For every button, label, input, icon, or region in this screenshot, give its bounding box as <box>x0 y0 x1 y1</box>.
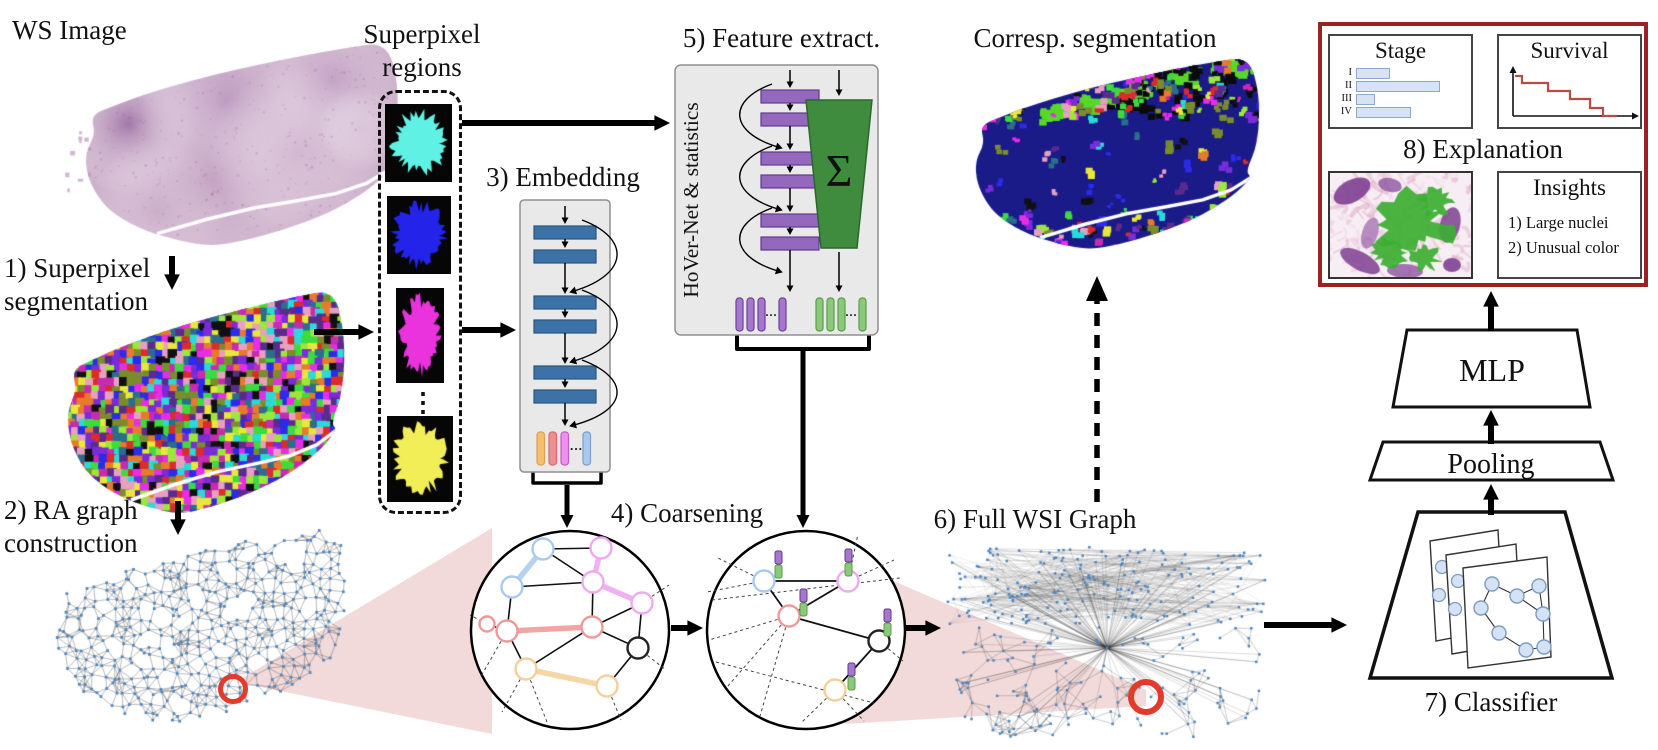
classifier-planes <box>1429 529 1552 669</box>
tiles-ellipsis: ⋮ <box>410 388 436 417</box>
wsi-histology-image <box>52 35 402 270</box>
coarsening-circle-left <box>469 529 671 731</box>
correspondence-dashed-arrow <box>1086 276 1108 502</box>
svg-text:···: ··· <box>845 308 857 322</box>
coarsening-circle-right <box>705 529 907 731</box>
feature-extract-label: 5) Feature extract. <box>682 23 881 53</box>
explanation-label: 8) Explanation <box>1403 134 1563 164</box>
y-axis-arrowhead <box>1509 65 1517 73</box>
pooling-label: Pooling <box>1447 449 1534 480</box>
classifier-label: 7) Classifier <box>1424 687 1558 717</box>
corresponding-segmentation-image <box>945 50 1263 272</box>
superpixel-regions-box <box>378 90 462 514</box>
corresp-segmentation-label: Corresp. segmentation <box>973 23 1217 53</box>
insight-item-2: 2) Unusual color <box>1508 237 1619 257</box>
stage-bar-IV <box>1356 106 1412 118</box>
stage-row-III: III <box>1332 93 1471 106</box>
stage-bar-I <box>1356 67 1391 79</box>
superpixel-segmentation-image <box>38 282 348 540</box>
stage-row-I: I <box>1332 67 1471 80</box>
embedding-network-box: ··· <box>519 199 618 473</box>
survival-curve-chart <box>1509 65 1639 120</box>
superpixel-tile-magenta <box>396 288 444 383</box>
insights-title: Insights <box>1533 175 1606 200</box>
full-wsi-graph-label: 6) Full WSI Graph <box>933 504 1137 534</box>
mlp-trapezoid <box>1391 328 1592 409</box>
stage-bar-II <box>1356 80 1440 92</box>
ra-graph-highlight-ring <box>218 674 248 704</box>
feature-extraction-box: Σ ··· ··· <box>674 64 879 336</box>
ra-graph-image <box>22 518 352 748</box>
insight-item-1: 1) Large nuclei <box>1508 212 1609 232</box>
sigma-symbol: Σ <box>826 145 853 196</box>
superpixel-tile-yellow <box>387 416 453 502</box>
stage-row-II: II <box>1332 80 1471 93</box>
insights-list: 1) Large nuclei 2) Unusual color <box>1499 211 1640 261</box>
stage-title: Stage <box>1374 38 1427 63</box>
feature-output-bracket <box>735 335 871 351</box>
superpixel-tile-blue <box>387 196 451 274</box>
sigma-trapezoid <box>805 99 873 249</box>
svg-text:···: ··· <box>765 308 777 322</box>
explanation-thumbnail-box <box>1328 171 1473 279</box>
hovernet-statistics-label: HoVer-Net & statistics <box>679 102 703 298</box>
stage-row-IV: IV <box>1332 106 1471 119</box>
ws-image-label: WS Image <box>12 15 127 45</box>
stage-bar-III <box>1356 93 1376 105</box>
mlp-label: MLP <box>1459 352 1525 388</box>
full-wsi-graph-image <box>935 535 1275 750</box>
pipeline-arrows <box>164 115 1499 636</box>
pooling-trapezoid <box>1367 440 1616 482</box>
survival-title: Survival <box>1530 38 1609 63</box>
svg-text:···: ··· <box>569 441 582 456</box>
superpixel-tile-cyan <box>385 104 452 182</box>
embedding-output-bracket <box>531 472 603 485</box>
explanation-histology-thumbnail <box>1330 173 1471 277</box>
full-graph-highlight-ring <box>1128 679 1164 715</box>
embedding-label: 3) Embedding <box>486 162 640 192</box>
x-axis-arrowhead <box>1632 112 1639 120</box>
survival-step-curve <box>1515 74 1617 117</box>
coarsening-label: 4) Coarsening <box>610 498 764 528</box>
insights-box: Insights 1) Large nuclei 2) Unusual colo… <box>1497 171 1642 279</box>
survival-box: Survival <box>1497 34 1642 129</box>
